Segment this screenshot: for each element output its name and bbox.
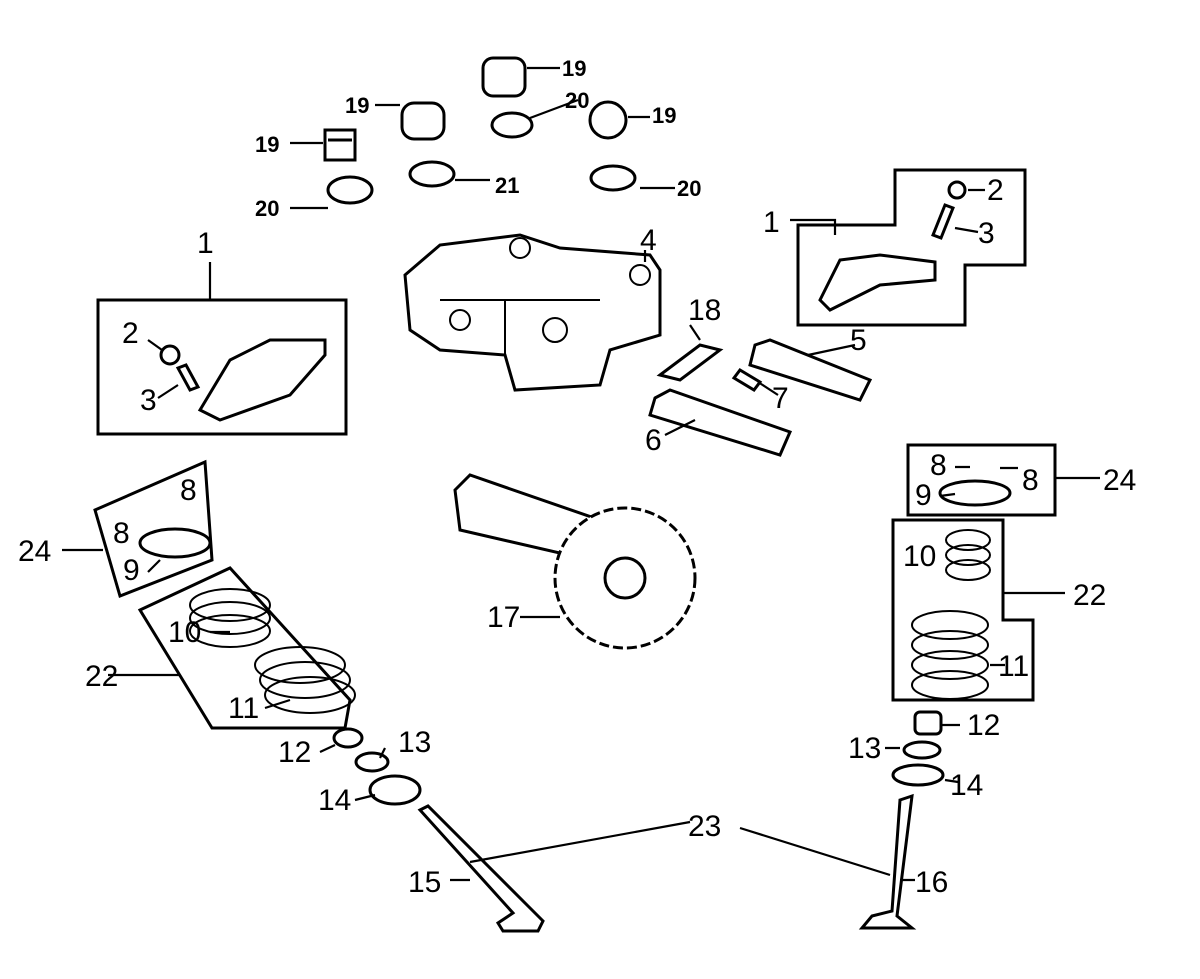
callout-19: 19 bbox=[345, 93, 369, 118]
callout-8: 8 bbox=[930, 449, 947, 482]
callout-13: 13 bbox=[398, 726, 431, 759]
callout-10: 10 bbox=[168, 616, 201, 649]
callout-3: 3 bbox=[978, 217, 995, 250]
callout-12: 12 bbox=[278, 736, 311, 769]
callout-labels: 19 19 20 19 19 21 20 20 1 2 3 4 18 5 7 6… bbox=[18, 56, 1136, 899]
left-valve-assembly bbox=[62, 459, 691, 933]
callout-18: 18 bbox=[688, 294, 721, 327]
callout-16: 16 bbox=[915, 866, 948, 899]
callout-10: 10 bbox=[903, 540, 936, 573]
camshaft-sprocket-17 bbox=[453, 473, 697, 650]
washer-20 bbox=[589, 164, 637, 192]
washer-20 bbox=[490, 111, 534, 139]
callout-22: 22 bbox=[85, 660, 118, 693]
callout-19: 19 bbox=[562, 56, 586, 81]
callout-19: 19 bbox=[255, 132, 279, 157]
callout-20: 20 bbox=[255, 196, 279, 221]
washer-20 bbox=[326, 175, 374, 205]
callout-14: 14 bbox=[318, 784, 351, 817]
top-fasteners bbox=[290, 56, 675, 210]
callout-20: 20 bbox=[677, 176, 701, 201]
callout-24: 24 bbox=[18, 535, 51, 568]
callout-24: 24 bbox=[1103, 464, 1136, 497]
callout-23: 23 bbox=[688, 810, 721, 843]
callout-5: 5 bbox=[850, 324, 867, 357]
left-rocker-arm-box bbox=[96, 262, 348, 436]
callout-2: 2 bbox=[987, 174, 1004, 207]
callout-3: 3 bbox=[140, 384, 157, 417]
right-valve-assembly bbox=[739, 443, 1100, 930]
nut-19 bbox=[323, 128, 357, 162]
callout-22: 22 bbox=[1073, 579, 1106, 612]
callout-1: 1 bbox=[197, 227, 214, 260]
rocker-shafts bbox=[648, 324, 873, 457]
callout-8: 8 bbox=[1022, 464, 1039, 497]
washer-21 bbox=[408, 160, 456, 188]
callout-2: 2 bbox=[122, 317, 139, 350]
callout-8: 8 bbox=[113, 517, 130, 550]
nut-19 bbox=[481, 56, 527, 98]
callout-11: 11 bbox=[998, 650, 1029, 683]
callout-19: 19 bbox=[652, 103, 676, 128]
callout-11: 11 bbox=[228, 692, 259, 725]
callout-9: 9 bbox=[915, 479, 932, 512]
callout-9: 9 bbox=[123, 554, 140, 587]
callout-8: 8 bbox=[180, 474, 197, 507]
callout-13: 13 bbox=[848, 732, 881, 765]
callout-20: 20 bbox=[565, 88, 589, 113]
callout-12: 12 bbox=[967, 709, 1000, 742]
nut-19 bbox=[588, 100, 628, 140]
nut-19 bbox=[400, 101, 446, 141]
callout-15: 15 bbox=[408, 866, 441, 899]
callout-17: 17 bbox=[487, 601, 520, 634]
callout-6: 6 bbox=[645, 424, 662, 457]
right-rocker-arm-box bbox=[790, 168, 1027, 327]
callout-21: 21 bbox=[495, 173, 519, 198]
callout-4: 4 bbox=[640, 224, 657, 257]
rocker-arm-holder-4 bbox=[403, 233, 662, 392]
callout-14: 14 bbox=[950, 769, 983, 802]
callout-7: 7 bbox=[772, 382, 789, 415]
callout-1: 1 bbox=[763, 206, 780, 239]
